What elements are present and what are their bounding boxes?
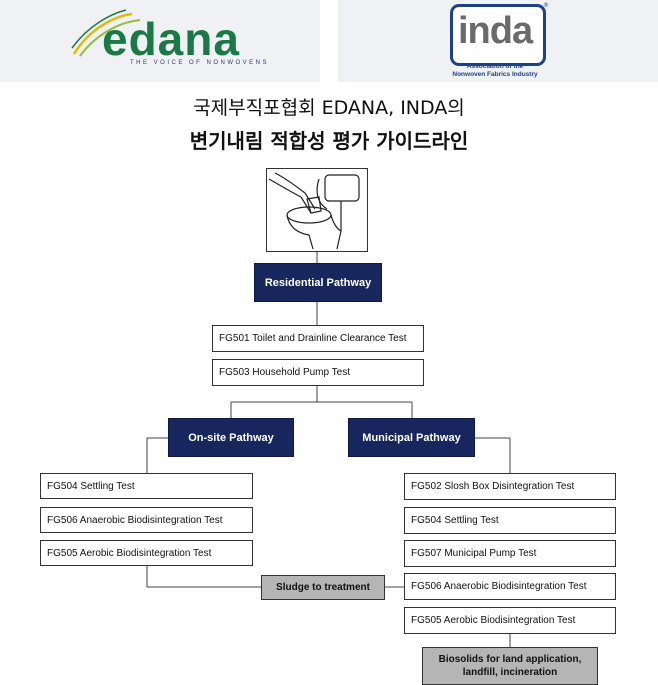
test-fg501: FG501 Toilet and Drainline Clearance Tes… [212, 325, 424, 352]
edana-swoosh-icon [71, 9, 141, 57]
onsite-test-fg504: FG504 Settling Test [40, 473, 253, 499]
edana-tagline: THE VOICE OF NONWOVENS [130, 60, 270, 66]
toilet-illustration [266, 168, 368, 252]
municipal-test-fg505: FG505 Aerobic Biodisintegration Test [404, 607, 616, 634]
page-title-line1: 국제부직포협회 EDANA, INDA의 [193, 97, 465, 119]
edana-logo-panel [0, 0, 320, 82]
registered-mark: ® [543, 2, 549, 9]
onsite-test-fg505: FG505 Aerobic Biodisintegration Test [40, 540, 253, 566]
test-fg503: FG503 Household Pump Test [212, 359, 424, 386]
inda-subtitle-line2: Nonwoven Fabrics Industry [452, 71, 538, 78]
inda-subtitle-line1: Association of the [466, 63, 524, 70]
municipal-test-fg504: FG504 Settling Test [404, 507, 616, 534]
sludge-to-treatment: Sludge to treatment [261, 575, 385, 600]
page-title-line2: 변기내림 적합성 평가 가이드라인 [189, 129, 469, 153]
municipal-test-fg506: FG506 Anaerobic Biodisintegration Test [404, 573, 616, 600]
onsite-test-fg506: FG506 Anaerobic Biodisintegration Test [40, 507, 253, 533]
municipal-test-fg502: FG502 Slosh Box Disintegration Test [404, 473, 616, 500]
biosolids-endpoint: Biosolids for land application, landfill… [422, 647, 598, 685]
biosolids-line1: Biosolids for land application, [438, 654, 582, 665]
edana-logo-text: edana [102, 13, 240, 65]
toilet-icon [268, 172, 360, 250]
municipal-test-fg507: FG507 Municipal Pump Test [404, 540, 616, 567]
inda-logo-frame [450, 4, 546, 66]
biosolids-line2: landfill, incineration [462, 667, 558, 678]
municipal-pathway: Municipal Pathway [348, 418, 475, 457]
inda-logo-text: inda [458, 10, 533, 52]
residential-pathway: Residential Pathway [254, 263, 382, 302]
onsite-pathway: On-site Pathway [168, 418, 294, 457]
inda-subtitle: Association of the Nonwoven Fabrics Indu… [440, 63, 550, 79]
